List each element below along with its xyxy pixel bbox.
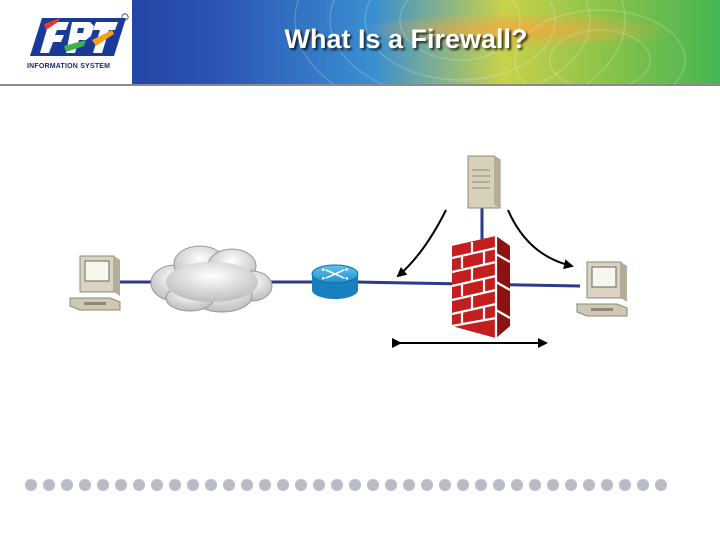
footer-dot [619,479,631,491]
footer-dot [637,479,649,491]
footer-dot [349,479,361,491]
fpt-logo-mark [30,13,129,56]
footer-dot [61,479,73,491]
firewall-brick-wall-icon [451,236,511,338]
footer-dot [169,479,181,491]
footer-dot [457,479,469,491]
arrow-to-right [507,209,574,270]
fpt-logo: INFORMATION SYSTEM [0,0,132,84]
footer-dot [295,479,307,491]
footer-dot [583,479,595,491]
dmz-server-icon [467,155,501,209]
footer-dot [79,479,91,491]
footer-dot [151,479,163,491]
footer-dot [259,479,271,491]
footer-dot [331,479,343,491]
footer-dot [439,479,451,491]
footer-dot [511,479,523,491]
footer-dot [133,479,145,491]
footer-dot [277,479,289,491]
footer-dot [115,479,127,491]
header-divider [0,84,720,86]
left-pc-icon [69,255,121,311]
footer-dot [493,479,505,491]
footer-dot [475,479,487,491]
footer-dot [565,479,577,491]
footer-dot [43,479,55,491]
footer-dot [187,479,199,491]
page-title: What Is a Firewall? [284,24,528,54]
footer-dot [529,479,541,491]
footer-dot [241,479,253,491]
footer-dot [655,479,667,491]
footer-dot [97,479,109,491]
router-icon [311,264,359,299]
internet-cloud-icon [150,245,273,313]
logo-subtitle: INFORMATION SYSTEM [27,63,111,70]
right-pc-icon [576,261,628,317]
slide-header: INFORMATION SYSTEM What Is a Firewall? [0,0,720,86]
arrow-to-left [396,209,447,278]
footer-dot [403,479,415,491]
footer-dot [25,479,37,491]
footer-dot [421,479,433,491]
footer-dot [313,479,325,491]
footer-dot [547,479,559,491]
footer-dot-row [25,479,667,491]
footer-dot [205,479,217,491]
footer-dot [385,479,397,491]
footer-dot [367,479,379,491]
footer-dot [223,479,235,491]
footer-dot [601,479,613,491]
network-diagram [69,155,628,348]
